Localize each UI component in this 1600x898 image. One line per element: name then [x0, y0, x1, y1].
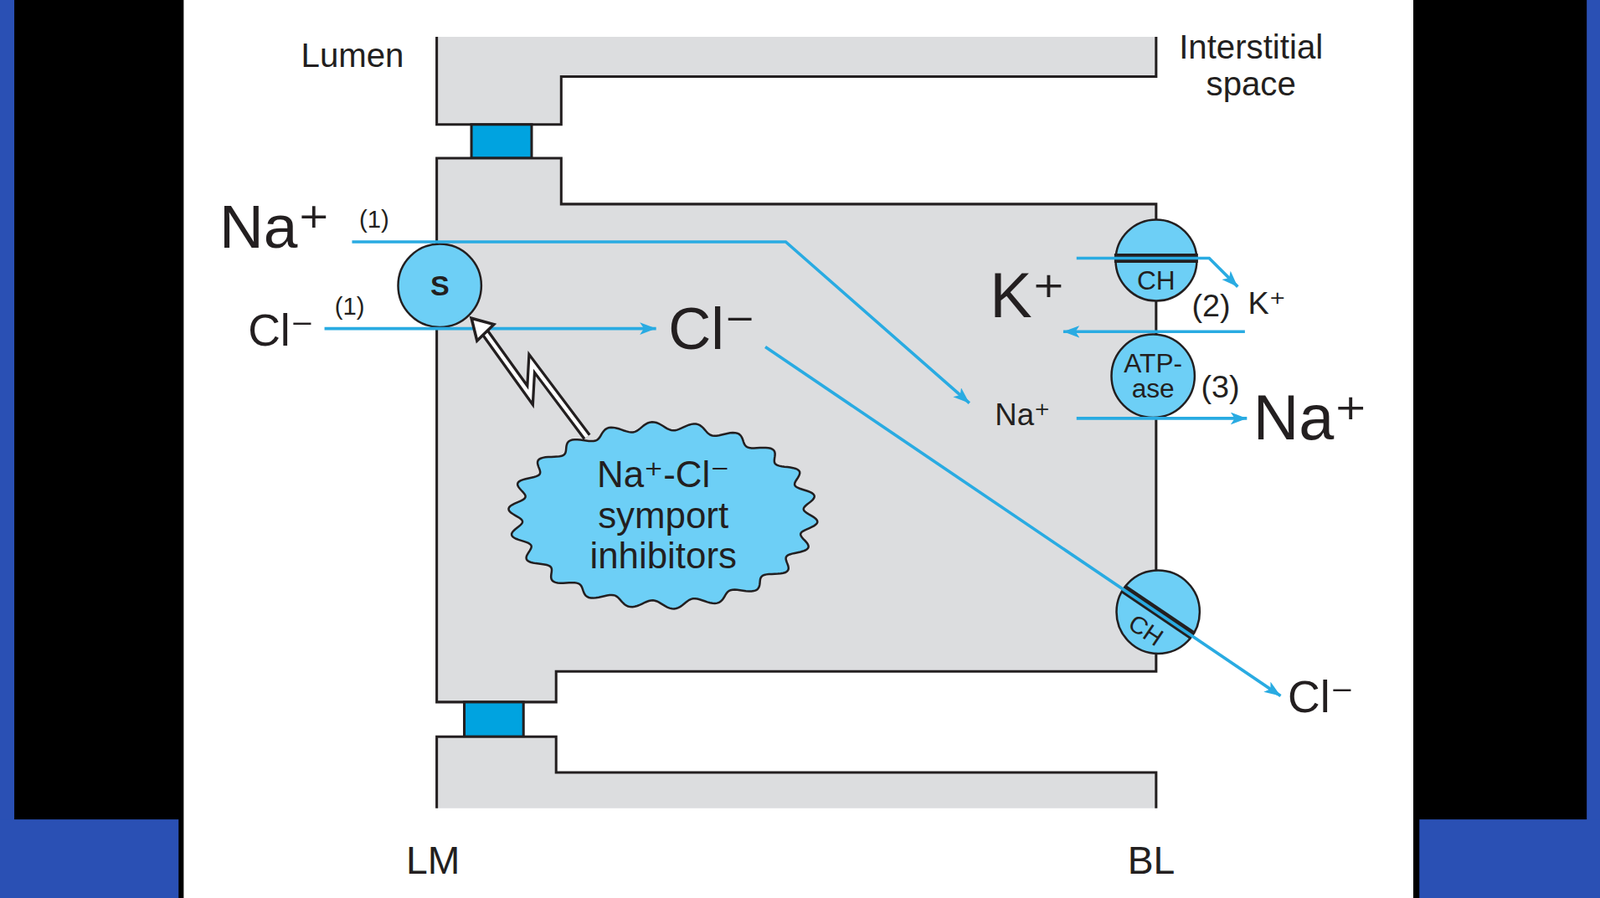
ion-label: Cl⁻ [247, 304, 314, 355]
node-text: Na⁺-Cl⁻ symport inhibitors [574, 454, 753, 577]
ion-label: Cl⁻ [1287, 671, 1354, 721]
neighbor-cell-outline [437, 36, 1157, 125]
blue-border [1586, 0, 1600, 898]
ion-label: K⁺ [989, 261, 1065, 331]
ion-label: Na⁺ [994, 398, 1050, 433]
neighbor-cell [437, 36, 1157, 125]
region-label: Lumen [301, 37, 405, 75]
callout-number: (2) [1192, 288, 1231, 325]
callout-number: (1) [359, 205, 390, 233]
node-text: S [430, 270, 450, 303]
ion-label: Na⁺ [1253, 383, 1368, 453]
node-text: CH [1136, 266, 1176, 296]
sodium-arrow [1076, 416, 1248, 421]
chloride-arrow [765, 347, 1281, 697]
neighbor-cell [437, 736, 1157, 808]
membrane-label: LM [406, 838, 460, 882]
atpase-pump: ATP-ase [1110, 333, 1196, 419]
tight-junction [471, 124, 532, 159]
callout-number: (3) [1200, 370, 1240, 407]
region-label: Interstitial space [1164, 29, 1338, 103]
node-text: ATP-ase [1116, 350, 1190, 402]
arrow-shaft [483, 331, 587, 438]
inhibition-arrow [471, 318, 587, 438]
potassium-arrow [1063, 329, 1246, 334]
circle-shape [398, 244, 482, 328]
ion-label: Na⁺ [219, 192, 330, 260]
arrow-shaft [483, 331, 587, 438]
blue-border [1419, 819, 1600, 898]
ion-label: Cl⁻ [668, 296, 756, 362]
ion-label: K⁺ [1248, 287, 1287, 323]
sodium-arrow [351, 241, 969, 404]
circle-shape [1111, 334, 1195, 417]
tight-junction [464, 702, 525, 737]
white-panel [183, 0, 1414, 898]
membrane-label: BL [1127, 838, 1176, 882]
blue-border [0, 0, 15, 898]
arrow-head [471, 318, 494, 341]
symporter-circle: S [396, 242, 483, 329]
blue-border [0, 819, 179, 898]
epithelial-cell [437, 158, 1157, 703]
blob-shape [509, 421, 819, 609]
inhibitor-blob: Na⁺-Cl⁻ symport inhibitors [504, 418, 822, 613]
neighbor-cell-outline [437, 736, 1157, 808]
callout-number: (1) [334, 293, 366, 320]
potassium-arrow [1076, 257, 1239, 287]
